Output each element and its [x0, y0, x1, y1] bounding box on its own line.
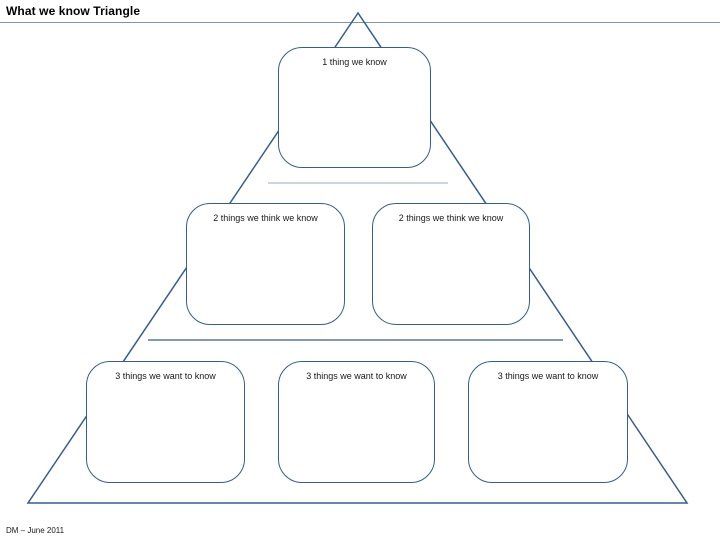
page-title: What we know Triangle — [6, 4, 141, 18]
box-label: 2 things we think we know — [398, 213, 504, 223]
box-row2-think-left[interactable]: 2 things we think we know — [186, 203, 345, 325]
box-row1-know[interactable]: 1 thing we know — [278, 47, 431, 168]
box-row3-want-center[interactable]: 3 things we want to know — [278, 361, 435, 483]
box-label: 2 things we think we know — [213, 213, 318, 223]
box-row3-want-right[interactable]: 3 things we want to know — [468, 361, 628, 483]
box-label: 1 thing we know — [322, 57, 387, 67]
footer-credit: DM – June 2011 — [6, 526, 65, 535]
box-label: 3 things we want to know — [497, 371, 599, 381]
box-label: 3 things we want to know — [115, 371, 216, 381]
box-row3-want-left[interactable]: 3 things we want to know — [86, 361, 245, 483]
header-rule — [0, 22, 720, 23]
box-row2-think-right[interactable]: 2 things we think we know — [372, 203, 530, 325]
box-label: 3 things we want to know — [306, 371, 407, 381]
